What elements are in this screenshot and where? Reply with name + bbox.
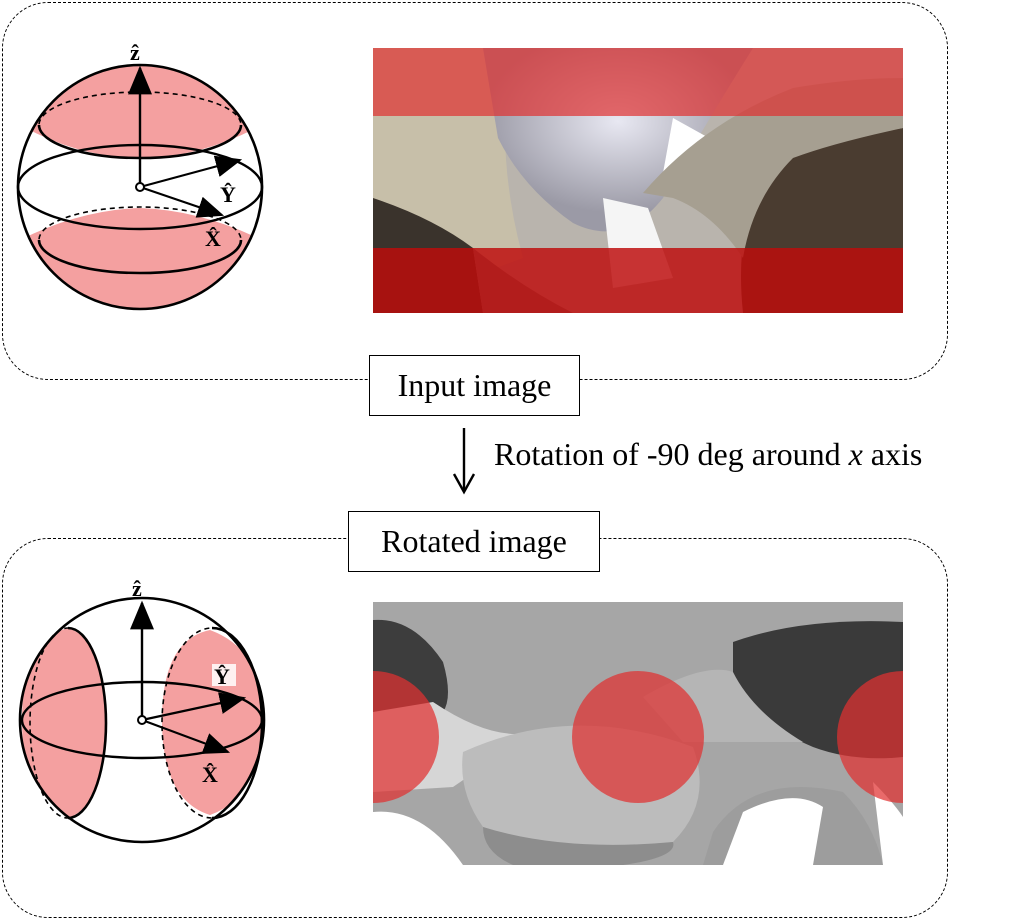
rotated-image-label: Rotated image: [348, 511, 600, 572]
rotation-caption: Rotation of -90 deg around x axis: [494, 436, 922, 473]
z-axis-label-rotated: ẑ: [132, 576, 142, 601]
rotated-panorama-image: [373, 602, 903, 865]
y-axis-label: Ŷ: [220, 182, 236, 207]
red-region-left: [373, 671, 439, 803]
x-axis-label-rotated: X̂: [202, 762, 218, 787]
rotation-suffix: axis: [862, 436, 923, 472]
right-cap: [162, 630, 264, 815]
rotation-prefix: Rotation of -90 deg around: [494, 436, 849, 472]
left-cap: [22, 628, 106, 818]
red-region-center: [572, 671, 704, 803]
down-arrow-icon: [452, 473, 476, 495]
x-axis-label: X̂: [205, 226, 221, 251]
y-axis-label-rotated: Ŷ: [214, 664, 230, 689]
input-image-label: Input image: [369, 355, 580, 416]
z-axis-label: ẑ: [130, 40, 140, 65]
south-cap: [20, 208, 262, 309]
rotation-axis: x: [848, 436, 863, 472]
red-region-right: [837, 671, 903, 803]
input-panorama-image: [373, 48, 903, 313]
